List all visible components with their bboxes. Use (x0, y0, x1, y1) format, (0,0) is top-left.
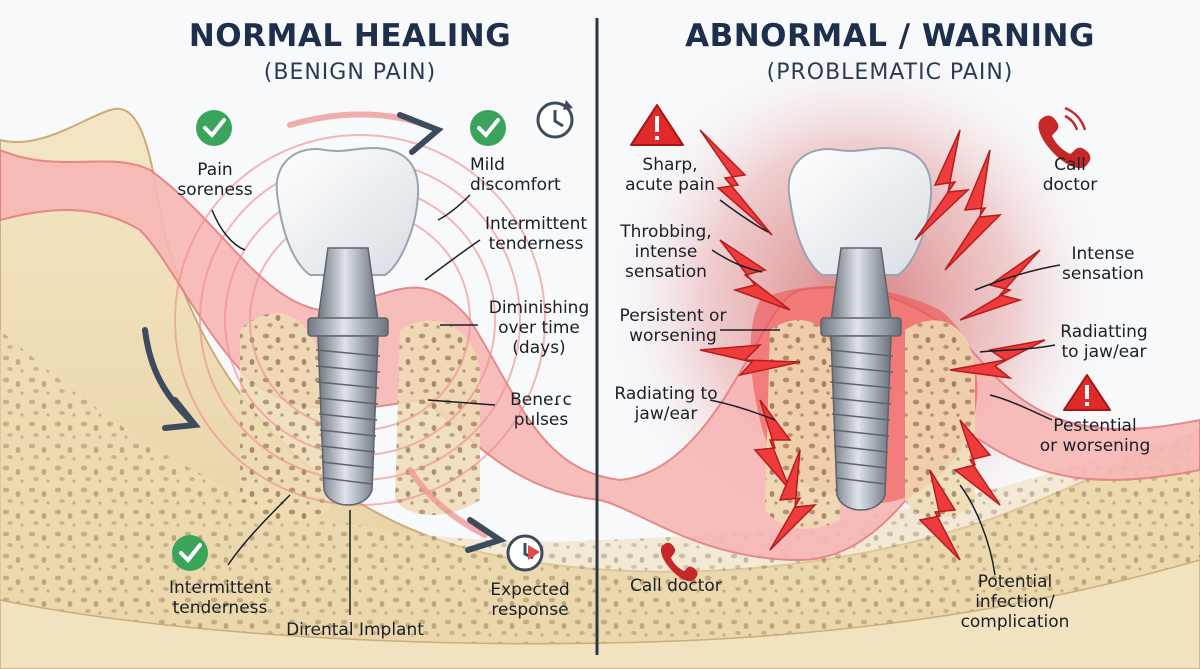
left-abutment (317, 247, 379, 321)
left-screw-threads (315, 349, 381, 485)
label-sharp-pain: Sharp, acute pain (625, 155, 715, 195)
check-icon (172, 535, 208, 571)
left-bone-socket (240, 313, 330, 521)
check-icon (196, 110, 232, 146)
bolt (944, 149, 1003, 271)
label-infection: Potential infection/ complication (960, 572, 1070, 632)
label-call-doctor-top: Call doctor (1042, 155, 1098, 195)
bolt (699, 344, 801, 377)
label-potential-worsening: Pestential or worsening (1039, 416, 1151, 456)
bolt (914, 129, 971, 241)
phone-icon (660, 542, 698, 582)
arrow-bottom-head (465, 517, 507, 553)
bolt (719, 239, 791, 311)
label-radiating-right: Radiatting to jaw/ear (1060, 322, 1148, 362)
bolt (699, 129, 773, 236)
bolt (953, 419, 1001, 506)
left-screw (317, 335, 379, 506)
arrow-top-head (397, 112, 444, 155)
warning-icon (630, 104, 684, 146)
clock-icon (536, 100, 574, 139)
right-crown (787, 146, 933, 276)
label-intermittent-tenderness-bottom: Intermittent tenderness (168, 578, 272, 618)
label-diminishing: Diminishing over time (days) (488, 298, 590, 358)
left-bone-socket-right (395, 320, 480, 515)
left-subtitle: (BENIGN PAIN) (263, 60, 437, 85)
label-throbbing: Throbbing, intense sensation (620, 222, 712, 282)
label-persistent: Persistent or worsening (619, 306, 727, 346)
right-screw-threads (828, 349, 894, 485)
check-icon (470, 110, 506, 146)
right-subtitle: (PROBLEMATIC PAIN) (766, 60, 1014, 85)
right-title: ABNORMAL / WARNING (685, 18, 1095, 54)
label-implant: Dirental Implant (286, 620, 424, 640)
left-title: NORMAL HEALING (188, 18, 512, 54)
phone-icon (1038, 106, 1091, 169)
label-expected-response: Expected response (490, 580, 570, 620)
left-crown (275, 146, 420, 276)
right-collar (820, 317, 902, 337)
clock-icon (506, 534, 544, 572)
label-intense-sensation: Intense sensation (1062, 244, 1144, 284)
label-intermittent-tenderness-top: Intermittent tenderness (484, 214, 588, 254)
label-radiating-left: Radiating to jaw/ear (614, 384, 718, 424)
label-pain-soreness: Pain soreness (177, 160, 253, 200)
label-mild-discomfort: Mild discomfort (470, 155, 561, 195)
arrow-bottom (407, 467, 488, 538)
leader-lines (211, 194, 1061, 615)
right-implant (787, 146, 933, 511)
label-call-doctor-bottom: Call doctor (630, 576, 722, 596)
jaw-bone-lower-edge (0, 559, 1200, 669)
warning-icon (1063, 374, 1111, 411)
right-abutment (830, 247, 892, 321)
jaw-bone-inner (0, 330, 1200, 669)
left-collar (307, 317, 389, 337)
bolt (918, 469, 961, 561)
arrow-left-head (162, 397, 201, 431)
label-benign-pulses: Beneɾc pulses (510, 390, 572, 430)
left-implant (275, 146, 420, 506)
flow-arrows (142, 111, 507, 553)
bolt (769, 449, 818, 551)
